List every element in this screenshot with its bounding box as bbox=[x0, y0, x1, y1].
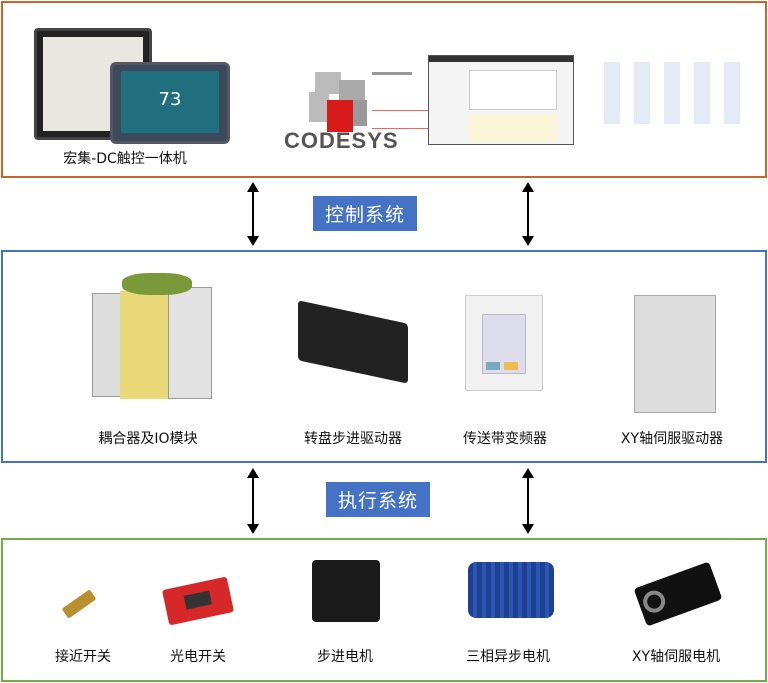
stepper-motor-image bbox=[312, 560, 380, 622]
control-system-tag: 控制系统 bbox=[313, 196, 418, 231]
induction-motor-image bbox=[468, 562, 554, 618]
codesys-ide-screenshot bbox=[428, 55, 574, 145]
control-layer-box bbox=[1, 1, 767, 178]
double-arrow bbox=[247, 468, 259, 534]
wiring-diagram-image bbox=[590, 62, 752, 124]
vfd-label: 传送带变频器 bbox=[463, 431, 547, 447]
actuator-layer-box bbox=[1, 538, 767, 682]
hmi-tablet-image: 73 bbox=[110, 62, 230, 144]
io-module-label: 耦合器及IO模块 bbox=[98, 431, 198, 447]
stepper-driver-label: 转盘步进驱动器 bbox=[304, 431, 402, 447]
induction-motor-label: 三相异步电机 bbox=[466, 649, 550, 665]
io-module-image bbox=[92, 273, 212, 405]
hmi-label: 宏集-DC触控一体机 bbox=[63, 151, 187, 167]
codesys-annotation-lines bbox=[372, 72, 432, 132]
double-arrow bbox=[247, 182, 259, 246]
codesys-logo-text: CODESYS bbox=[284, 128, 399, 153]
codesys-cube-logo bbox=[305, 72, 371, 132]
vfd-image bbox=[465, 295, 543, 391]
stepper-motor-label: 步进电机 bbox=[317, 649, 373, 665]
photoelectric-switch-label: 光电开关 bbox=[170, 649, 226, 665]
execution-system-tag: 执行系统 bbox=[326, 482, 431, 517]
servo-driver-image bbox=[634, 295, 716, 413]
drive-layer-box bbox=[1, 250, 767, 463]
servo-driver-label: XY轴伺服驱动器 bbox=[620, 431, 724, 447]
double-arrow bbox=[522, 468, 534, 534]
proximity-switch-label: 接近开关 bbox=[55, 649, 111, 665]
double-arrow bbox=[522, 182, 534, 246]
hmi-screen-value: 73 bbox=[121, 71, 219, 133]
servo-motor-label: XY轴伺服电机 bbox=[631, 649, 721, 665]
